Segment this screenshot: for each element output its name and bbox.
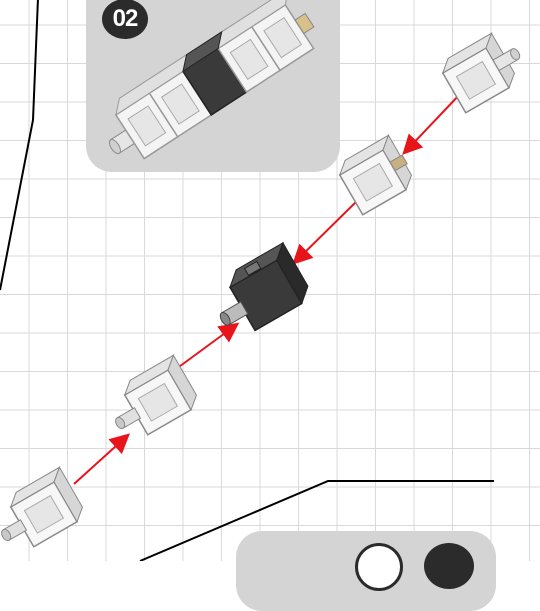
assembly-arrow xyxy=(74,436,127,484)
assembly-arrow xyxy=(405,92,462,152)
callout-badge-icon xyxy=(355,543,403,591)
light-block-part xyxy=(0,467,87,557)
light-block-part xyxy=(101,355,202,445)
assembly-arrow xyxy=(172,325,236,372)
assembly-arrow xyxy=(295,198,360,262)
exploded-assembly xyxy=(0,0,540,561)
light-block-part xyxy=(438,26,532,112)
dark-block-part xyxy=(203,243,314,343)
light-block-part xyxy=(335,134,418,214)
step-badge-icon xyxy=(424,543,474,589)
